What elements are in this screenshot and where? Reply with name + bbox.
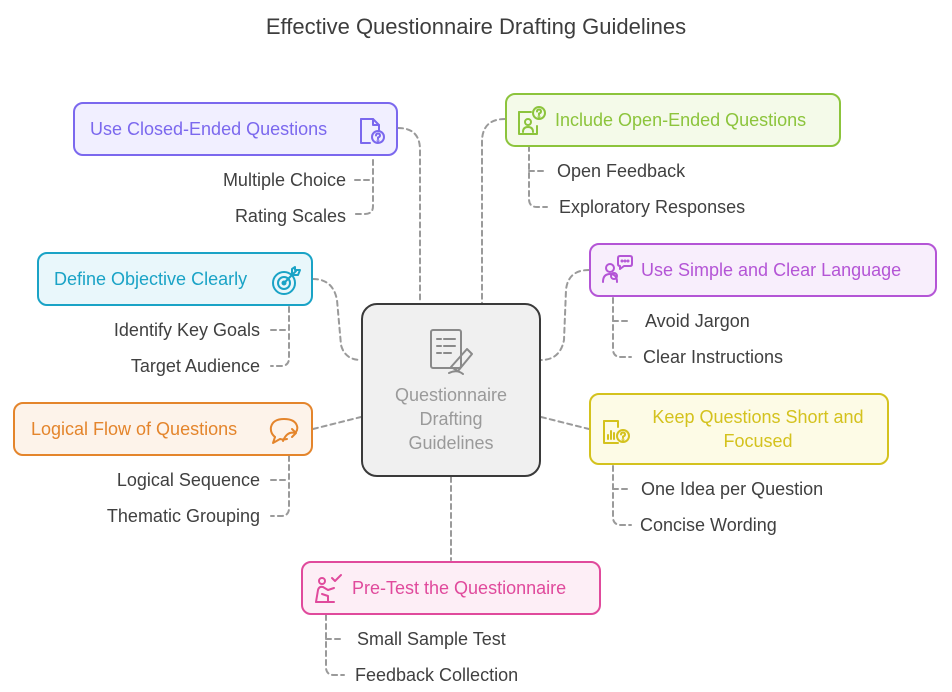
branch-open-ended-label: Include Open-Ended Questions xyxy=(555,109,807,130)
branch-short-focused-label: Keep Questions Short and Focused xyxy=(633,405,883,453)
center-label-line-2: Drafting xyxy=(419,409,483,429)
flow-item-logical-sequence: Logical Sequence xyxy=(116,470,260,490)
people-speech-icon xyxy=(600,254,634,293)
branch-pre-test-label: Pre-Test the Questionnaire xyxy=(352,577,567,598)
open-ended-item-open-feedback: Open Feedback xyxy=(557,161,686,181)
objective-item-target-audience: Target Audience xyxy=(130,356,260,376)
branch-closed-ended: Use Closed-Ended Questions xyxy=(73,102,398,156)
person-question-icon xyxy=(515,104,549,143)
branch-pre-test: Pre-Test the Questionnaire xyxy=(301,561,601,615)
diagram-title: Effective Questionnaire Drafting Guideli… xyxy=(265,14,687,39)
document-pen-icon xyxy=(427,327,477,382)
document-question-icon xyxy=(357,116,387,151)
branch-short-focused-label-line-2: Focused xyxy=(723,431,793,451)
closed-ended-item-multiple-choice: Multiple Choice xyxy=(222,170,346,190)
simple-item-clear-instructions: Clear Instructions xyxy=(643,347,784,367)
flow-item-thematic-grouping: Thematic Grouping xyxy=(106,506,260,526)
center-node: Questionnaire Drafting Guidelines xyxy=(361,303,541,477)
center-label-line-1: Questionnaire xyxy=(394,385,508,405)
branch-define-objective: Define Objective Clearly xyxy=(37,252,313,306)
branch-short-focused-label-line-1: Keep Questions Short and xyxy=(652,407,864,427)
branch-simple-language: Use Simple and Clear Language xyxy=(589,243,937,297)
center-label-line-3: Guidelines xyxy=(408,433,494,453)
pretest-item-feedback-collection: Feedback Collection xyxy=(355,665,519,685)
simple-item-avoid-jargon: Avoid Jargon xyxy=(645,311,750,331)
person-checkmark-icon xyxy=(312,572,346,611)
target-arrow-icon xyxy=(270,265,302,302)
branch-logical-flow-label: Logical Flow of Questions xyxy=(31,418,238,439)
center-label: Questionnaire Drafting Guidelines xyxy=(363,383,539,455)
open-ended-item-exploratory-responses: Exploratory Responses xyxy=(559,197,746,217)
short-item-one-idea: One Idea per Question xyxy=(641,479,824,499)
branch-closed-ended-label: Use Closed-Ended Questions xyxy=(90,118,328,139)
short-item-concise-wording: Concise Wording xyxy=(640,515,777,535)
chart-question-icon xyxy=(600,415,632,452)
pretest-item-small-sample: Small Sample Test xyxy=(357,629,506,649)
branch-short-focused: Keep Questions Short and Focused xyxy=(589,393,889,465)
branch-simple-language-label: Use Simple and Clear Language xyxy=(641,259,902,280)
branch-open-ended: Include Open-Ended Questions xyxy=(505,93,841,147)
speech-bubble-arrow-icon xyxy=(269,415,303,452)
closed-ended-item-rating-scales: Rating Scales xyxy=(234,206,346,226)
objective-item-key-goals: Identify Key Goals xyxy=(113,320,260,340)
branch-define-objective-label: Define Objective Clearly xyxy=(54,268,248,289)
branch-logical-flow: Logical Flow of Questions xyxy=(13,402,313,456)
